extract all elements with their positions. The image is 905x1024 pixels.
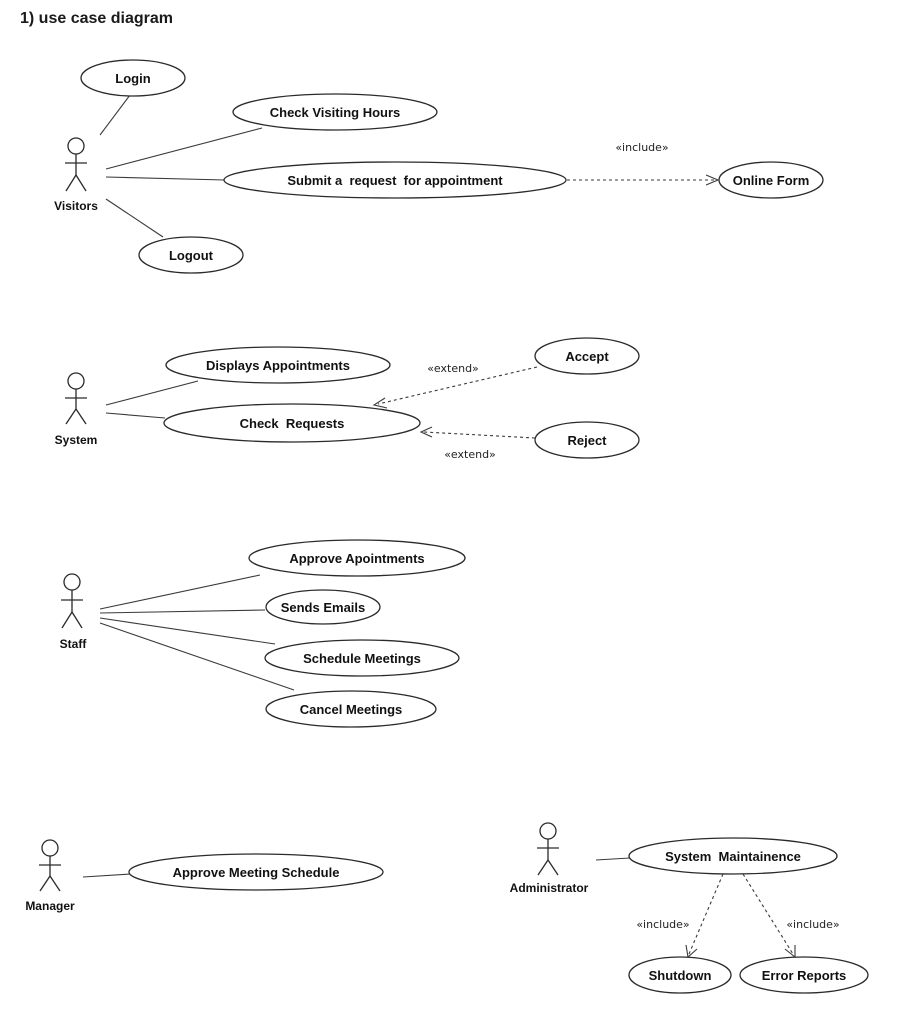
visitors-figure-icon [65,137,87,192]
include-error-reports-line [742,873,794,955]
assoc-system-displays-appointments [105,380,199,406]
assoc-system-check-requests [105,412,166,419]
usecase-shutdown[interactable]: Shutdown [628,956,732,994]
actor-label-administrator: Administrator [510,881,589,895]
usecase-label-system-maintainence: System Maintainence [665,849,801,864]
usecase-label-schedule-meetings: Schedule Meetings [303,651,421,666]
extend-label-accept: «extend» [427,362,479,375]
usecase-label-reject: Reject [567,433,607,448]
usecase-approve-meeting-schedule[interactable]: Approve Meeting Schedule [128,853,384,891]
usecase-reject[interactable]: Reject [534,421,640,459]
staff-figure-icon [61,573,83,629]
assoc-visitors-submit-request [105,176,226,181]
include-arrowhead-icon [705,174,720,186]
include-maintainence-shutdown: «include» [636,873,724,959]
assoc-staff-schedule-meetings [99,617,276,645]
extend-arrowhead-icon [372,397,388,409]
usecase-label-accept: Accept [565,349,609,364]
usecase-label-approve-meeting-schedule: Approve Meeting Schedule [173,865,340,880]
usecase-displays-appointments[interactable]: Displays Appointments [165,346,391,384]
usecase-schedule-meetings[interactable]: Schedule Meetings [264,639,460,677]
usecase-label-approve-apointments: Approve Apointments [289,551,424,566]
actor-staff: Staff [60,573,88,651]
usecase-accept[interactable]: Accept [534,337,640,375]
actor-system: System [55,372,98,447]
usecase-cancel-meetings[interactable]: Cancel Meetings [265,690,437,728]
usecase-label-check-requests: Check Requests [240,416,345,431]
usecase-logout[interactable]: Logout [138,236,244,274]
usecase-approve-apointments[interactable]: Approve Apointments [248,539,466,577]
actor-label-staff: Staff [60,637,88,651]
include-arrowhead-icon [784,945,796,959]
diagram-title: 1) use case diagram [20,10,173,27]
actor-label-visitors: Visitors [54,199,98,213]
assoc-visitors-check-visiting-hours [105,127,263,170]
usecase-login[interactable]: Login [80,59,186,97]
usecase-submit-request[interactable]: Submit a request for appointment [223,161,567,199]
extend-arrowhead-icon [419,426,433,438]
usecase-label-logout: Logout [169,248,214,263]
usecase-label-shutdown: Shutdown [649,968,712,983]
extend-accept-check-requests: «extend» [372,362,538,409]
include-label-error-reports: «include» [786,918,839,931]
assoc-visitors-login [99,94,131,136]
include-shutdown-line [688,873,724,955]
usecase-online-form[interactable]: Online Form [718,161,824,199]
actor-label-manager: Manager [25,899,75,913]
usecase-label-error-reports: Error Reports [762,968,847,983]
extend-reject-check-requests: «extend» [419,426,536,461]
usecase-label-displays-appointments: Displays Appointments [206,358,350,373]
include-label-shutdown: «include» [636,918,689,931]
assoc-staff-approve-apointments [99,574,261,610]
usecase-label-cancel-meetings: Cancel Meetings [300,702,403,717]
include-submit-online-form: «include» [567,141,720,186]
usecase-check-requests[interactable]: Check Requests [163,403,421,443]
usecase-sends-emails[interactable]: Sends Emails [265,589,381,625]
system-figure-icon [65,372,87,425]
assoc-manager-approve-meeting-schedule [82,873,132,878]
usecase-check-visiting-hours[interactable]: Check Visiting Hours [232,93,438,131]
usecase-system-maintainence[interactable]: System Maintainence [628,837,838,875]
usecase-label-sends-emails: Sends Emails [281,600,366,615]
administrator-figure-icon [537,822,559,876]
usecase-label-login: Login [115,71,150,86]
assoc-staff-sends-emails [99,609,266,614]
assoc-staff-cancel-meetings [99,622,295,691]
extend-label-reject: «extend» [444,448,496,461]
usecase-label-online-form: Online Form [733,173,810,188]
include-maintainence-error-reports: «include» [742,873,840,959]
actor-administrator: Administrator [510,822,589,895]
manager-figure-icon [39,839,61,892]
actor-label-system: System [55,433,98,447]
actor-manager: Manager [25,839,75,913]
extend-reject-line [423,431,536,439]
assoc-visitors-logout [105,198,164,238]
include-label-online-form: «include» [615,141,668,154]
actor-visitors: Visitors [54,137,98,213]
include-arrowhead-icon [685,944,698,959]
assoc-administrator-system-maintainence [595,857,631,861]
usecase-label-submit-request: Submit a request for appointment [287,173,503,188]
usecase-label-check-visiting-hours: Check Visiting Hours [270,105,401,120]
usecase-error-reports[interactable]: Error Reports [739,956,869,994]
